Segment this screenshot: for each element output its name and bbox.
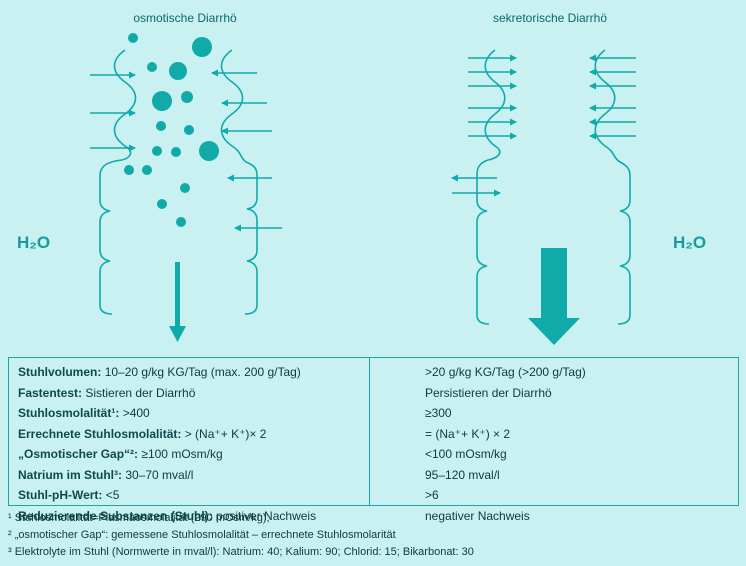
table-row: Natrium im Stuhl³: 30–70 mval/l <box>18 465 369 486</box>
row-label: Natrium im Stuhl³: <box>18 467 122 482</box>
left-outflow-arrows <box>468 54 517 140</box>
osmotic-particle <box>171 147 181 157</box>
osmotic-value: 30–70 mval/l <box>125 467 194 482</box>
row-label: „Osmotischer Gap“²: <box>18 447 139 461</box>
row-label: Fastentest: <box>18 385 83 400</box>
osmotic-particles <box>124 33 219 227</box>
osmotic-particle <box>192 37 212 57</box>
secretory-value: Persistieren der Diarrhö <box>425 385 552 400</box>
secretory-right-wall <box>594 49 631 325</box>
osmotic-value: <5 <box>105 488 120 502</box>
osmotic-particle <box>180 183 190 193</box>
footnote: ² „osmotischer Gap“: gemessene Stuhlosmo… <box>8 529 396 541</box>
secretory-value: 95–120 mval/l <box>425 467 500 482</box>
right-inflow-arrows <box>589 54 636 140</box>
osmotic-value: Sistieren der Diarrhö <box>85 385 196 400</box>
table-row: Fastentest: Sistieren der Diarrhö <box>18 383 369 404</box>
row-label: Stuhlosmolalität¹: <box>18 406 120 420</box>
osmotic-particle <box>169 62 187 80</box>
secretory-intestine <box>476 49 631 325</box>
osmotic-particle <box>152 91 172 111</box>
secretory-arrows <box>451 54 636 197</box>
osmotic-title: osmotische Diarrhö <box>133 11 237 25</box>
osmotic-value: ≥100 mOsm/kg <box>141 447 223 461</box>
osmotic-particle <box>184 125 194 135</box>
osmotic-intestine <box>99 49 258 315</box>
secretory-left-wall <box>476 49 506 325</box>
comparison-table: Stuhlvolumen: 10–20 g/kg KG/Tag (max. 20… <box>8 357 739 523</box>
diarrhea-diagram: osmotische Diarrhö sekretorische Diarrhö <box>17 11 706 345</box>
osmotic-particle <box>152 146 162 156</box>
osmotic-particle <box>181 91 193 103</box>
secretory-outflow-arrow <box>528 248 580 345</box>
osmotic-particle <box>142 165 152 175</box>
osmotic-particle <box>128 33 138 43</box>
secretory-value: ≥300 <box>425 406 452 420</box>
secretory-column: >20 g/kg KG/Tag (>200 g/Tag) Persistiere… <box>370 358 738 523</box>
secretory-value: <100 mOsm/kg <box>425 447 507 461</box>
osmotic-particle <box>199 141 219 161</box>
row-label: Stuhl-pH-Wert: <box>18 488 103 502</box>
row-label: Stuhlvolumen: <box>18 365 102 379</box>
table-row: „Osmotischer Gap“²: ≥100 mOsm/kg <box>18 444 369 465</box>
osmotic-outflow-arrow <box>169 262 186 342</box>
table-row: Stuhlosmolalität¹: >400 <box>18 403 369 424</box>
table-row: Errechnete Stuhlosmolalität: > (Na⁺+ K⁺)… <box>18 424 369 445</box>
osmotic-left-wall <box>99 49 137 315</box>
secretory-title: sekretorische Diarrhö <box>493 11 607 25</box>
osmotic-particle <box>156 121 166 131</box>
osmotic-value: positiver Nachweis <box>216 508 317 523</box>
osmotic-value: > (Na⁺+ K⁺)× 2 <box>184 426 267 441</box>
secretory-value: negativer Nachweis <box>425 508 530 523</box>
osmotic-particle <box>176 217 186 227</box>
osmotic-right-wall <box>220 49 258 315</box>
footnotes: ¹ Stuhlosmolalität≈Plasmaosmolalität (29… <box>8 510 739 561</box>
row-label: Reduzierende Substanzen (Stuhl): <box>18 508 213 523</box>
secretory-value: = (Na⁺+ K⁺) × 2 <box>425 426 511 441</box>
osmotic-column: Stuhlvolumen: 10–20 g/kg KG/Tag (max. 20… <box>9 358 370 523</box>
row-label: Errechnete Stuhlosmolalität: <box>18 426 182 441</box>
osmotic-value: 10–20 g/kg KG/Tag (max. 200 g/Tag) <box>104 365 301 379</box>
osmotic-particle <box>157 199 167 209</box>
footnote: ³ Elektrolyte im Stuhl (Normwerte in mva… <box>8 546 474 558</box>
secretory-value: >6 <box>425 488 439 502</box>
table-row: Stuhlvolumen: 10–20 g/kg KG/Tag (max. 20… <box>18 362 369 383</box>
secretory-value: >20 g/kg KG/Tag (>200 g/Tag) <box>425 365 586 379</box>
osmotic-value: >400 <box>122 406 150 420</box>
osmotic-particle <box>147 62 157 72</box>
table-row: Stuhl-pH-Wert: <5 <box>18 485 369 506</box>
water-label-left: H₂O <box>17 233 50 252</box>
table-row: Reduzierende Substanzen (Stuhl): positiv… <box>18 506 369 527</box>
osmotic-influx-arrows <box>90 69 282 232</box>
footnote: ¹ Stuhlosmolalität≈Plasmaosmolalität (29… <box>8 512 270 524</box>
water-label-right: H₂O <box>673 233 706 252</box>
osmotic-particle <box>124 165 134 175</box>
